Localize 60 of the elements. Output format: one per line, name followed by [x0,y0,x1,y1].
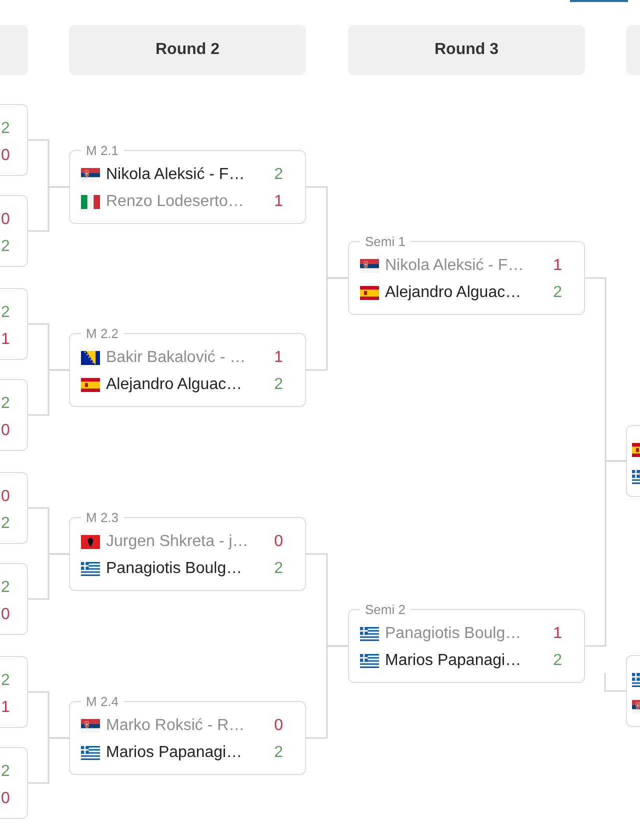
match-card [0,379,28,451]
score: 2 [1,670,10,690]
score: 1 [1,330,10,350]
score: 2 [1,578,10,598]
score: 2 [274,558,283,578]
score: 0 [274,532,283,552]
score: 0 [1,788,10,808]
score: 0 [1,486,10,506]
bracket-connector [28,369,69,416]
player-name: Panagiotis Boulg… [385,624,522,644]
player-name: Panagiotis Boulg… [106,558,242,578]
bracket-connector [306,277,348,371]
score: 2 [1,394,10,414]
match-card [0,656,28,728]
round-title: Round 3 [434,41,498,59]
player-name: Nikola Aleksić - F… [385,256,524,276]
score: 1 [274,192,283,212]
score: 2 [274,742,283,762]
score: 0 [1,146,10,166]
score: 2 [1,118,10,138]
bracket-connector [28,553,69,600]
player-name: Marios Papanagi… [106,742,242,762]
score: 2 [274,374,283,394]
match-card [626,425,640,497]
bracket-connector [28,737,69,784]
bracket-connector [604,673,626,692]
match-card [0,563,28,635]
bracket-connector [28,186,69,232]
score: 0 [1,420,10,440]
player-name: Renzo Lodeserto… [106,192,244,212]
score: 0 [1,210,10,230]
match-card [626,655,640,727]
score: 0 [1,604,10,624]
score: 2 [274,164,283,184]
player-name: Alejandro Alguac… [385,282,522,302]
score: 2 [1,236,10,256]
score: 2 [553,282,562,302]
player-name: Nikola Aleksić - F… [106,164,245,184]
score: 1 [1,698,10,718]
bracket-connector [585,460,626,647]
match-card [0,195,28,267]
player-name: Jurgen Shkreta - j… [106,532,248,552]
score: 2 [1,302,10,322]
score: 1 [553,624,562,644]
player-name: Marko Roksić - R… [106,716,245,736]
score: 2 [1,514,10,534]
score: 1 [553,256,562,276]
match-card [0,104,28,176]
round-title: Round 2 [156,41,220,59]
score: 1 [274,348,283,368]
player-name: Marios Papanagi… [385,650,522,670]
bracket-connector [306,645,348,739]
player-name: Bakir Bakalović - … [106,348,246,368]
match-card [0,747,28,819]
match-card [0,472,28,544]
score: 2 [553,650,562,670]
score: 0 [274,716,283,736]
score: 2 [1,762,10,782]
player-name: Alejandro Alguac… [106,374,242,394]
match-card [0,288,28,360]
